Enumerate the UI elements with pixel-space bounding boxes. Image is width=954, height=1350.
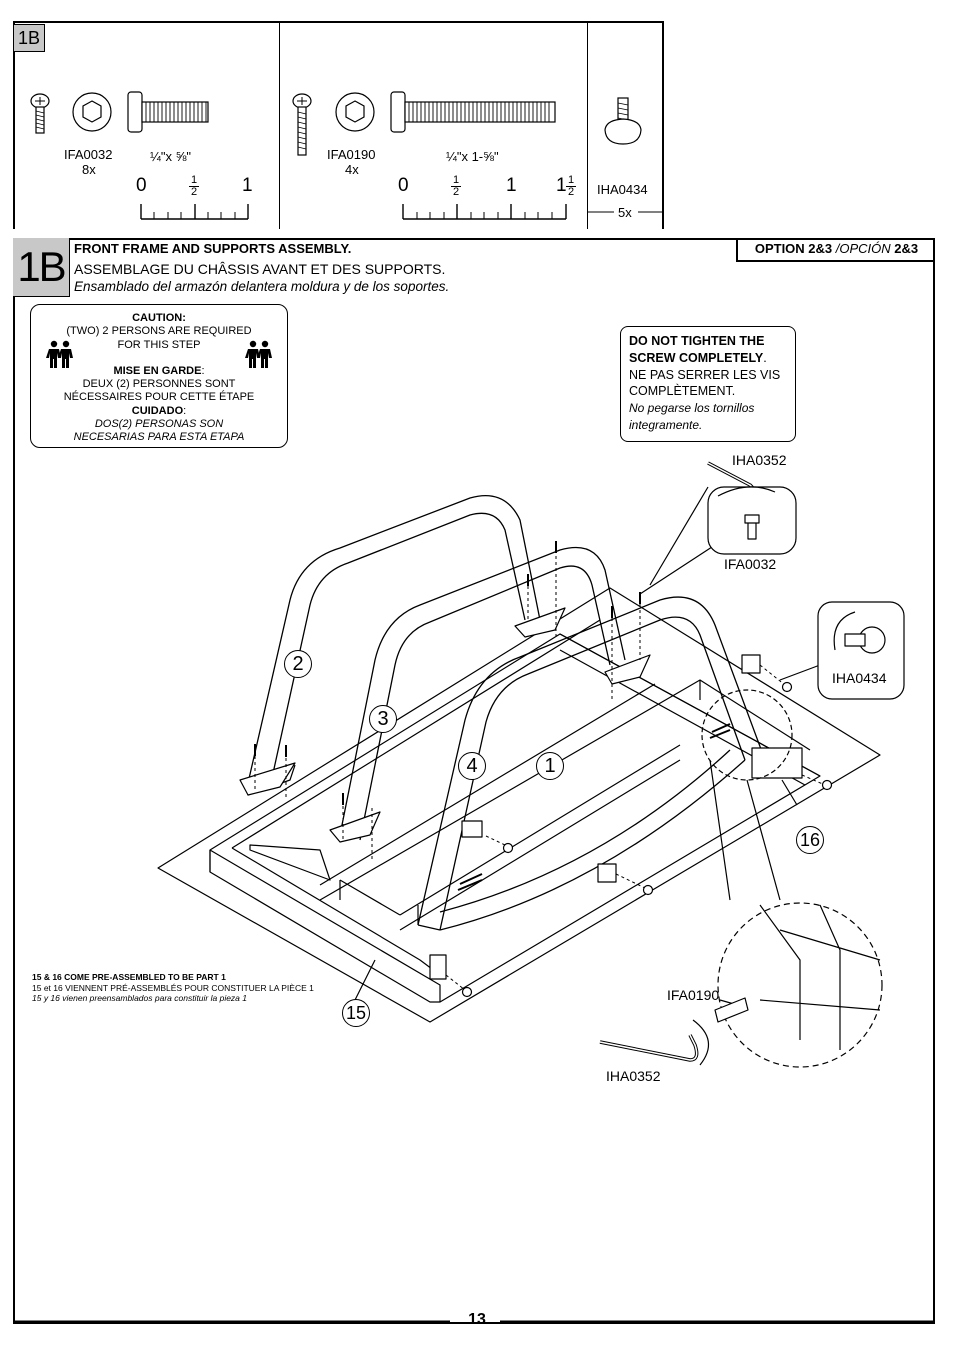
note-box: DO NOT TIGHTEN THE SCREW COMPLETELY. NE … bbox=[620, 326, 796, 442]
hardware-divider bbox=[279, 23, 280, 229]
hardware-step-tag: 1B bbox=[13, 24, 45, 52]
preassembled-note: 15 & 16 COME PRE-ASSEMBLED TO BE PART 1 … bbox=[32, 972, 314, 1003]
ruler-label: 0 bbox=[136, 175, 147, 196]
caution-heading: CUIDADO bbox=[131, 404, 184, 417]
screw-long-icon bbox=[292, 93, 312, 156]
part-number-badge: 2 bbox=[284, 650, 312, 678]
ruler-label: 1 bbox=[556, 175, 567, 196]
bolt-side-icon bbox=[127, 91, 209, 133]
footer-rule bbox=[13, 1320, 935, 1324]
caution-box: CAUTION: (TWO) 2 PERSONS ARE REQUIRED FO… bbox=[30, 304, 288, 448]
hex-head-icon bbox=[335, 92, 375, 132]
hardware-code: IFA0032 bbox=[64, 147, 113, 162]
ruler-icon bbox=[402, 204, 567, 220]
callout-label: IFA0190 bbox=[667, 987, 720, 1003]
caution-text: NÉCESSAIRES POUR CETTE ÉTAPE bbox=[63, 391, 255, 404]
note-text: NE PAS SERRER LES VIS bbox=[629, 367, 781, 382]
step-title-fr: ASSEMBLAGE DU CHÂSSIS AVANT ET DES SUPPO… bbox=[74, 261, 446, 277]
part-number-badge: 15 bbox=[342, 999, 370, 1027]
hardware-qty: 4x bbox=[345, 162, 359, 177]
hardware-size: ¼"x ⅝" bbox=[150, 149, 192, 164]
caution-text: DEUX (2) PERSONNES SONT bbox=[82, 378, 236, 391]
hardware-qty: 8x bbox=[82, 162, 96, 177]
step-title-es: Ensamblado del armazón delantera moldura… bbox=[74, 279, 450, 294]
note-text: SCREW COMPLETELY bbox=[629, 350, 764, 365]
callout-label: IHA0352 bbox=[606, 1068, 661, 1084]
caution-heading: CAUTION: bbox=[132, 312, 186, 324]
callout-label: IFA0032 bbox=[724, 556, 777, 572]
hardware-drawings bbox=[30, 91, 662, 220]
caution-text: DOS(2) PERSONAS SON bbox=[94, 418, 224, 431]
ruler-icon bbox=[140, 204, 249, 220]
note-text: COMPLÈTEMENT. bbox=[629, 384, 736, 399]
step-title-en: FRONT FRAME AND SUPPORTS ASSEMBLY. bbox=[74, 241, 352, 256]
caution-text: NECESARIAS PARA ESTA ETAPA bbox=[73, 431, 245, 444]
hex-head-icon bbox=[72, 92, 112, 132]
hardware-divider bbox=[587, 23, 588, 229]
callout-label: IHA0352 bbox=[732, 452, 787, 468]
step-panel bbox=[13, 238, 935, 1324]
callout-label: IHA0434 bbox=[832, 670, 887, 686]
page-number: 13 bbox=[468, 1311, 486, 1328]
hardware-code: IHA0434 bbox=[597, 182, 648, 197]
note-text: DO NOT TIGHTEN THE bbox=[629, 334, 765, 348]
two-persons-icon bbox=[245, 340, 272, 368]
hardware-qty: 5x bbox=[618, 205, 632, 220]
hardware-table bbox=[13, 21, 664, 229]
screw-icon bbox=[30, 93, 50, 134]
caution-heading: MISE EN GARDE bbox=[113, 364, 202, 377]
part-number-badge: 16 bbox=[796, 826, 824, 854]
two-persons-icon bbox=[46, 340, 73, 368]
ruler-label: 0 bbox=[398, 175, 409, 196]
part-number-badge: 3 bbox=[369, 705, 397, 733]
note-text: integramente. bbox=[629, 417, 703, 432]
part-number-badge: 4 bbox=[458, 752, 486, 780]
hardware-size: ¼"x 1-⅝" bbox=[446, 149, 499, 164]
note-text: No pegarse los tornillos bbox=[629, 401, 755, 416]
part-number-badge: 1 bbox=[536, 752, 564, 780]
bolt-long-side-icon bbox=[390, 91, 556, 133]
ruler-label: 1 bbox=[242, 175, 253, 196]
option-badge: OPTION 2&3 /OPCIÓN 2&3 bbox=[736, 238, 935, 262]
caution-text: (TWO) 2 PERSONS ARE REQUIRED bbox=[66, 325, 252, 338]
cap-icon bbox=[604, 97, 642, 145]
ruler-label: 1 bbox=[506, 175, 517, 196]
caution-text: FOR THIS STEP bbox=[117, 338, 201, 351]
step-number: 1B bbox=[13, 238, 70, 297]
hardware-code: IFA0190 bbox=[327, 147, 376, 162]
